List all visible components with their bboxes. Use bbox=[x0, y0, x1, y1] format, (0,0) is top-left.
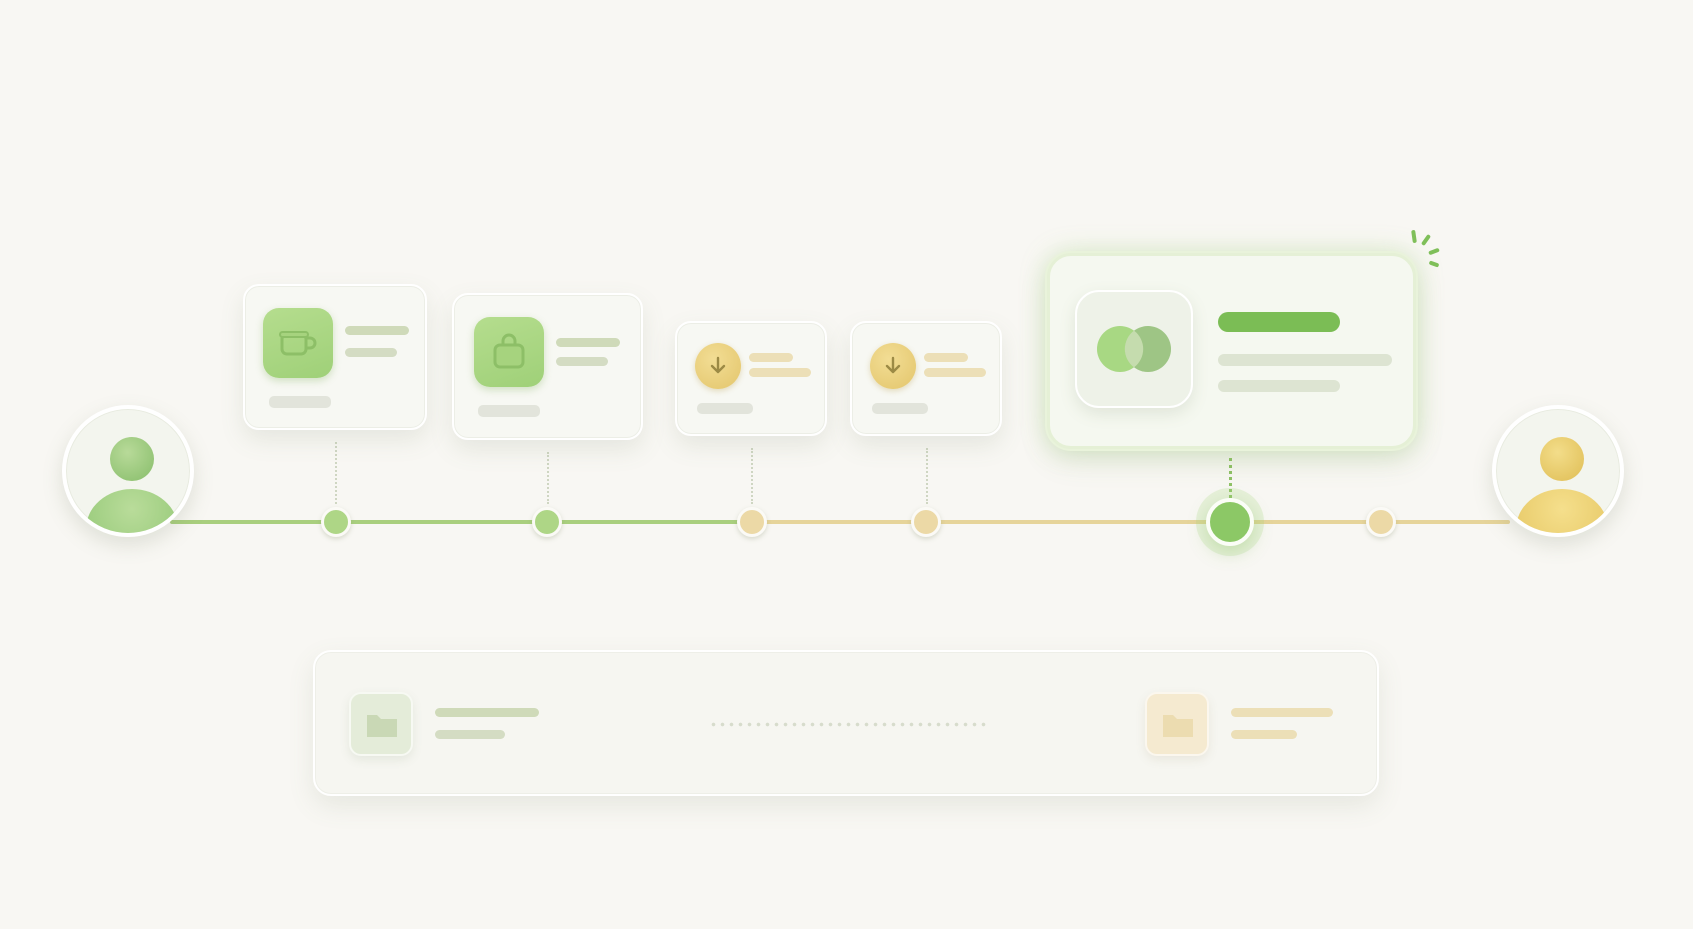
destination-title-placeholder bbox=[1231, 708, 1333, 717]
connector-step-4 bbox=[926, 448, 928, 504]
highlighted-step-card[interactable] bbox=[1047, 253, 1416, 449]
connector-step-2 bbox=[547, 452, 549, 504]
folder-icon bbox=[349, 692, 413, 756]
overlapping-circles-icon bbox=[1075, 290, 1193, 408]
sparkle-icon bbox=[1406, 228, 1446, 274]
step-3-title-placeholder bbox=[749, 353, 793, 362]
step-1-subtitle-placeholder bbox=[345, 348, 397, 357]
step-1-title-placeholder bbox=[345, 326, 409, 335]
step-card-2[interactable] bbox=[452, 293, 643, 440]
source-subtitle-placeholder bbox=[435, 730, 505, 739]
download-icon bbox=[695, 343, 741, 389]
user-icon-head bbox=[1540, 437, 1584, 481]
connector-step-1 bbox=[335, 442, 337, 504]
step-card-4[interactable] bbox=[850, 321, 1002, 436]
bottom-summary-panel[interactable] bbox=[313, 650, 1379, 796]
transfer-dotted-line bbox=[709, 722, 989, 727]
step-card-1[interactable] bbox=[243, 284, 427, 430]
step-card-3[interactable] bbox=[675, 321, 827, 436]
source-title-placeholder bbox=[435, 708, 539, 717]
highlighted-line-2-placeholder bbox=[1218, 380, 1340, 392]
timeline-node-active[interactable] bbox=[1206, 498, 1254, 546]
user-icon-body bbox=[1516, 489, 1608, 533]
timeline-node-1[interactable] bbox=[321, 507, 351, 537]
highlighted-line-1-placeholder bbox=[1218, 354, 1392, 366]
step-4-footer-placeholder bbox=[872, 403, 928, 414]
connector-step-5 bbox=[1229, 458, 1232, 498]
timeline-node-6[interactable] bbox=[1366, 507, 1396, 537]
destination-subtitle-placeholder bbox=[1231, 730, 1297, 739]
cup-icon bbox=[263, 308, 333, 378]
start-user-avatar[interactable] bbox=[62, 405, 194, 537]
step-2-subtitle-placeholder bbox=[556, 357, 608, 366]
user-icon-body bbox=[86, 489, 178, 533]
step-3-footer-placeholder bbox=[697, 403, 753, 414]
end-user-avatar[interactable] bbox=[1492, 405, 1624, 537]
timeline-node-3[interactable] bbox=[737, 507, 767, 537]
user-icon-head bbox=[110, 437, 154, 481]
highlighted-title-placeholder bbox=[1218, 312, 1340, 332]
step-2-footer-placeholder bbox=[478, 405, 540, 417]
download-icon bbox=[870, 343, 916, 389]
step-3-subtitle-placeholder bbox=[749, 368, 811, 377]
step-1-footer-placeholder bbox=[269, 396, 331, 408]
timeline-progress-segment bbox=[170, 520, 750, 524]
folder-icon bbox=[1145, 692, 1209, 756]
shopping-bag-icon bbox=[474, 317, 544, 387]
connector-step-3 bbox=[751, 448, 753, 504]
step-2-title-placeholder bbox=[556, 338, 620, 347]
timeline-pending-segment bbox=[750, 520, 1510, 524]
step-4-title-placeholder bbox=[924, 353, 968, 362]
step-4-subtitle-placeholder bbox=[924, 368, 986, 377]
timeline-node-4[interactable] bbox=[911, 507, 941, 537]
timeline-node-2[interactable] bbox=[532, 507, 562, 537]
